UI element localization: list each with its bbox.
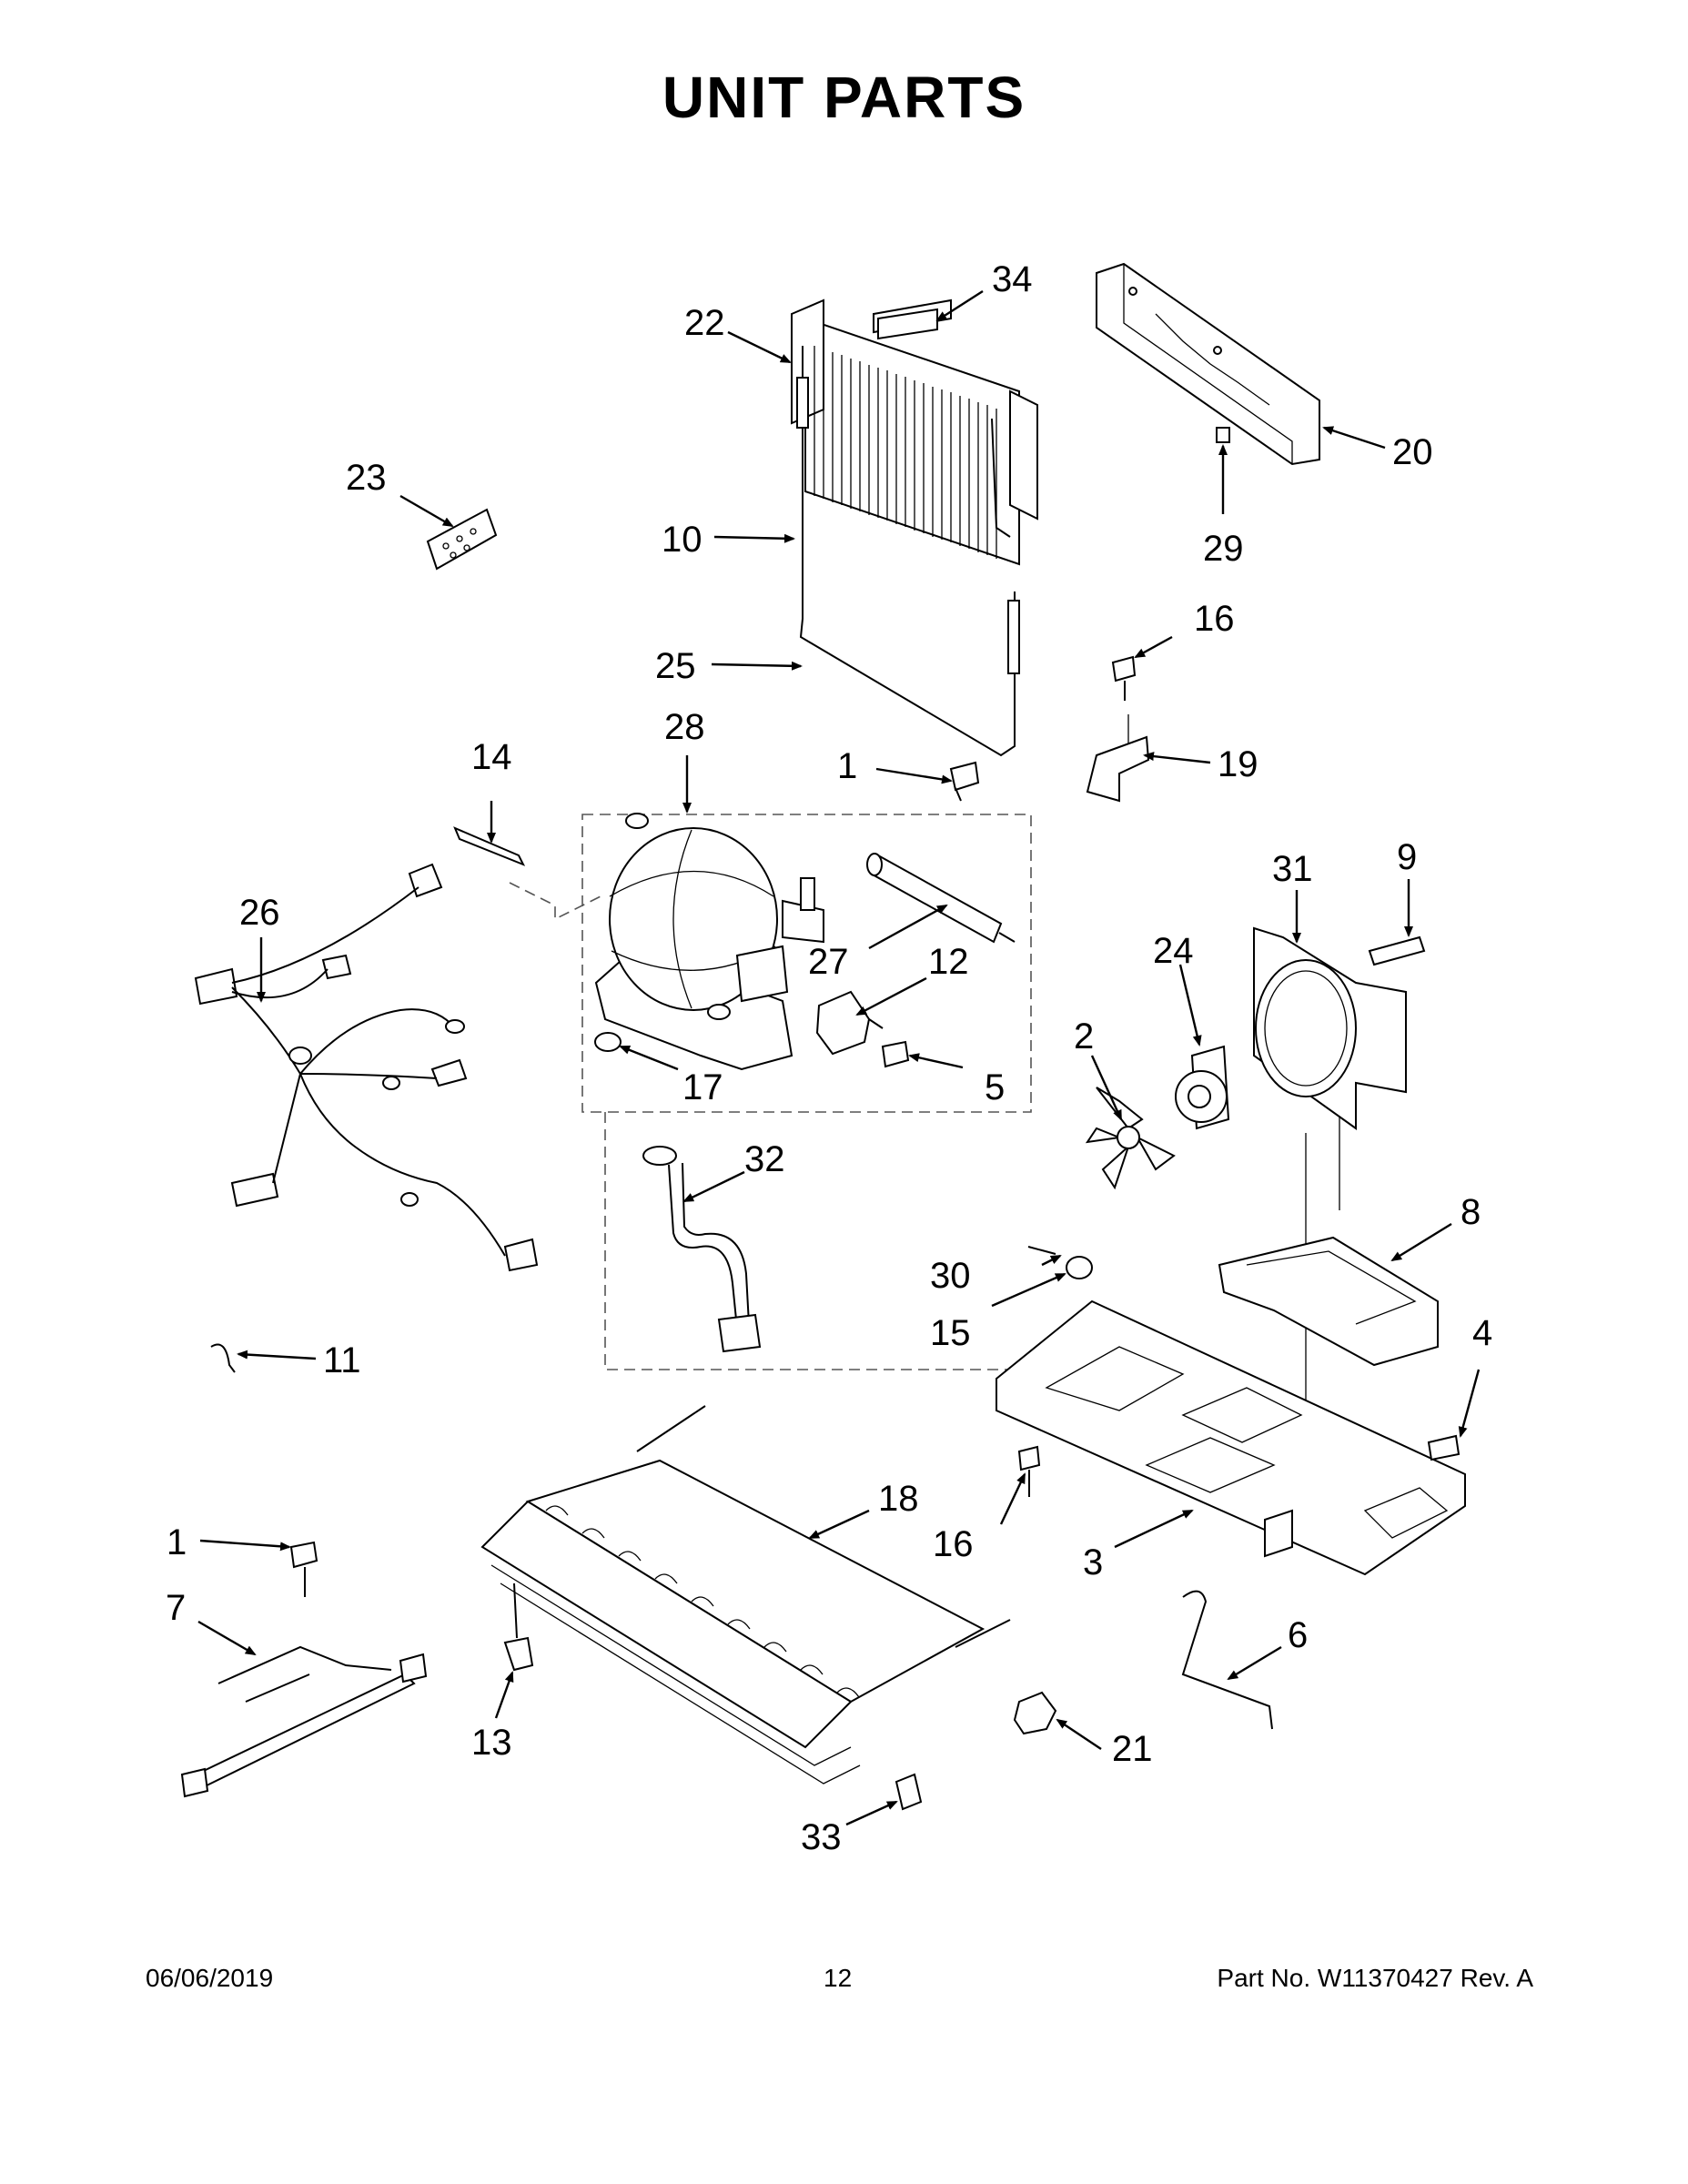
wire-harness [194,863,539,1272]
clip [1216,427,1230,443]
callout-4: 4 [1472,1313,1492,1353]
callout-12: 12 [928,942,969,982]
callout-13: 13 [471,1723,512,1763]
callout-labels: 34 22 20 23 29 10 16 25 19 28 1 14 31 9 … [166,259,1492,1857]
screw [289,1541,318,1597]
callout-8: 8 [1461,1192,1481,1232]
callout-15: 15 [930,1313,971,1353]
callout-22: 22 [684,303,725,343]
tubing [796,346,1020,757]
tube-fitting [895,1773,923,1811]
callout-24: 24 [1153,931,1194,971]
control-board [426,508,498,571]
footer-page-number: 12 [824,1964,853,1992]
shoulder-screw [1368,935,1426,966]
relay-cap [881,1040,910,1068]
callout-1: 1 [167,1522,187,1562]
callout-1: 1 [837,746,857,786]
callout-14: 14 [471,737,512,777]
callout-19: 19 [1218,744,1258,784]
thermostat [1013,1691,1057,1735]
callout-25: 25 [655,646,696,686]
evaporator-coil [791,298,1038,566]
condenser-coil [480,1405,1011,1785]
fan-shroud [1253,926,1407,1130]
bracket [1086,655,1150,803]
heater-harness [180,1645,428,1798]
callout-27: 27 [808,942,849,982]
callout-32: 32 [744,1139,785,1179]
callout-28: 28 [664,707,705,747]
wire-clip [1181,1590,1273,1730]
callout-10: 10 [662,520,702,560]
screw [1427,1434,1461,1461]
callout-17: 17 [682,1067,723,1107]
strap [453,826,526,866]
callout-7: 7 [166,1588,186,1628]
filter-drier [866,853,1016,944]
callout-30: 30 [930,1256,971,1296]
base-plate [996,1299,1466,1576]
callout-18: 18 [878,1479,919,1519]
bushing [1066,1256,1093,1279]
footer-date: 06/06/2019 [146,1964,274,1992]
pin [1027,1246,1056,1255]
grommet [594,1032,622,1052]
callout-33: 33 [801,1817,842,1857]
callout-11: 11 [323,1340,361,1380]
compressor [594,813,824,1071]
callout-21: 21 [1112,1729,1153,1769]
fan-motor [1175,1045,1230,1130]
callout-2: 2 [1074,1016,1094,1057]
callout-20: 20 [1392,432,1433,472]
callout-5: 5 [985,1067,1005,1107]
page-title: UNIT PARTS [662,65,1026,130]
callout-23: 23 [346,458,387,498]
callout-3: 3 [1083,1542,1103,1582]
callout-26: 26 [239,893,280,933]
fan-blade [1085,1087,1176,1190]
callout-9: 9 [1397,837,1417,877]
coil-clip [503,1636,534,1672]
start-relay [815,990,884,1056]
fan-bracket [1218,1236,1439,1367]
leader-lines [197,289,1481,1826]
callout-6: 6 [1288,1615,1308,1655]
callout-31: 31 [1272,849,1313,889]
duct-cover [1096,262,1320,466]
callout-16: 16 [933,1524,974,1564]
screw [1017,1445,1041,1497]
callout-29: 29 [1203,529,1244,569]
footer-part-number: Part No. W11370427 Rev. A [1217,1964,1533,1992]
callout-16: 16 [1194,599,1235,639]
harness-clip [210,1343,236,1373]
callout-34: 34 [992,259,1033,299]
screw [949,761,980,802]
drain-tube [642,1146,762,1353]
label-pad [877,308,938,340]
